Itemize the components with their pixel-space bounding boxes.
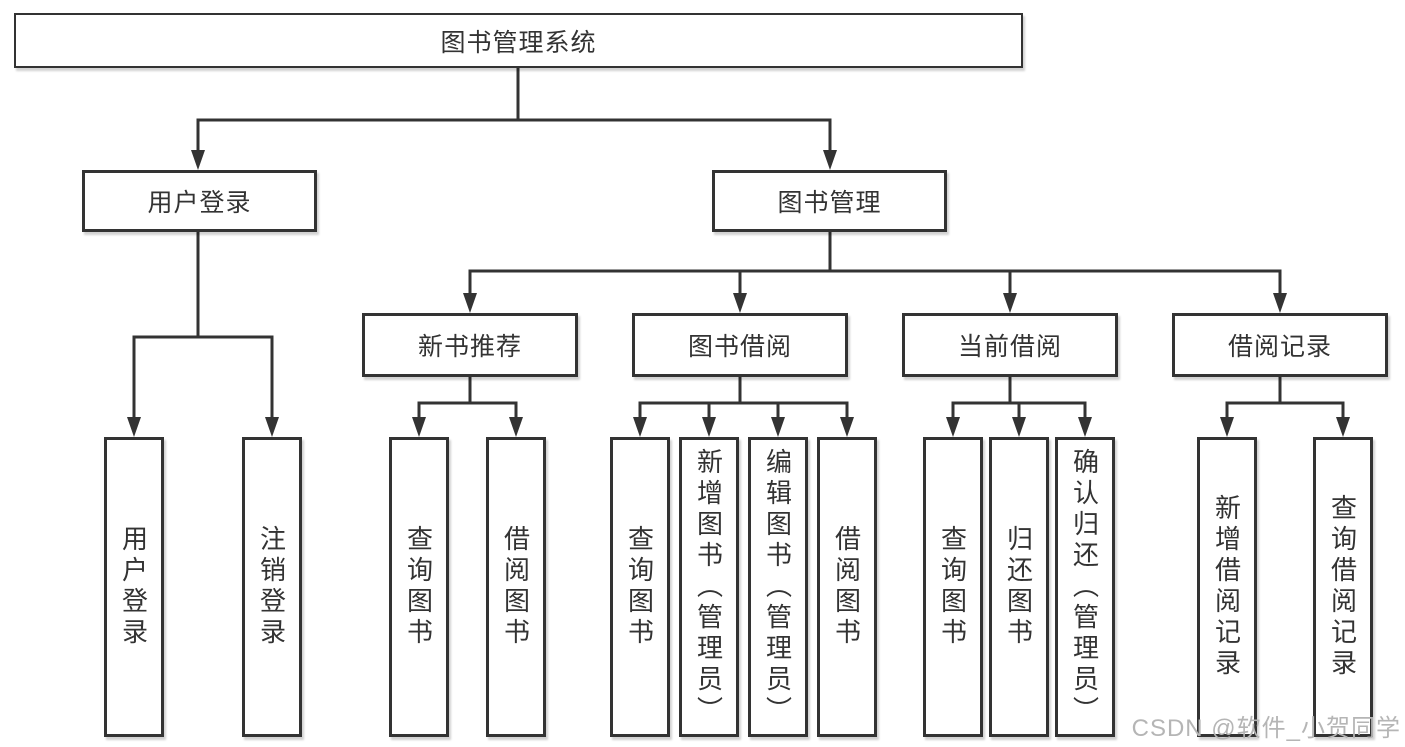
node-book-borrow: 图书借阅 [632,313,848,377]
leaf-borrow-edit-admin: 编辑图书（管理员） [748,437,808,737]
watermark: CSDN @软件_小贺同学 [1131,715,1401,742]
node-current-borrow: 当前借阅 [902,313,1118,377]
leaf-current-confirm-admin: 确认归还（管理员） [1055,437,1115,737]
leaf-user-login: 用户登录 [104,437,164,737]
node-book-management: 图书管理 [712,170,947,232]
leaf-record-add: 新增借阅记录 [1197,437,1257,737]
leaf-record-query: 查询借阅记录 [1313,437,1373,737]
leaf-borrow-add-admin: 新增图书（管理员） [679,437,739,737]
leaf-current-return: 归还图书 [989,437,1049,737]
node-root: 图书管理系统 [14,13,1023,68]
leaf-borrow-query: 查询图书 [610,437,670,737]
leaf-borrow-borrow: 借阅图书 [817,437,877,737]
leaf-logout: 注销登录 [242,437,302,737]
node-user-login: 用户登录 [82,170,317,232]
leaf-newbook-query: 查询图书 [389,437,449,737]
node-borrow-record: 借阅记录 [1172,313,1388,377]
leaf-current-query: 查询图书 [923,437,983,737]
node-new-book-recommend: 新书推荐 [362,313,578,377]
leaf-newbook-borrow: 借阅图书 [486,437,546,737]
